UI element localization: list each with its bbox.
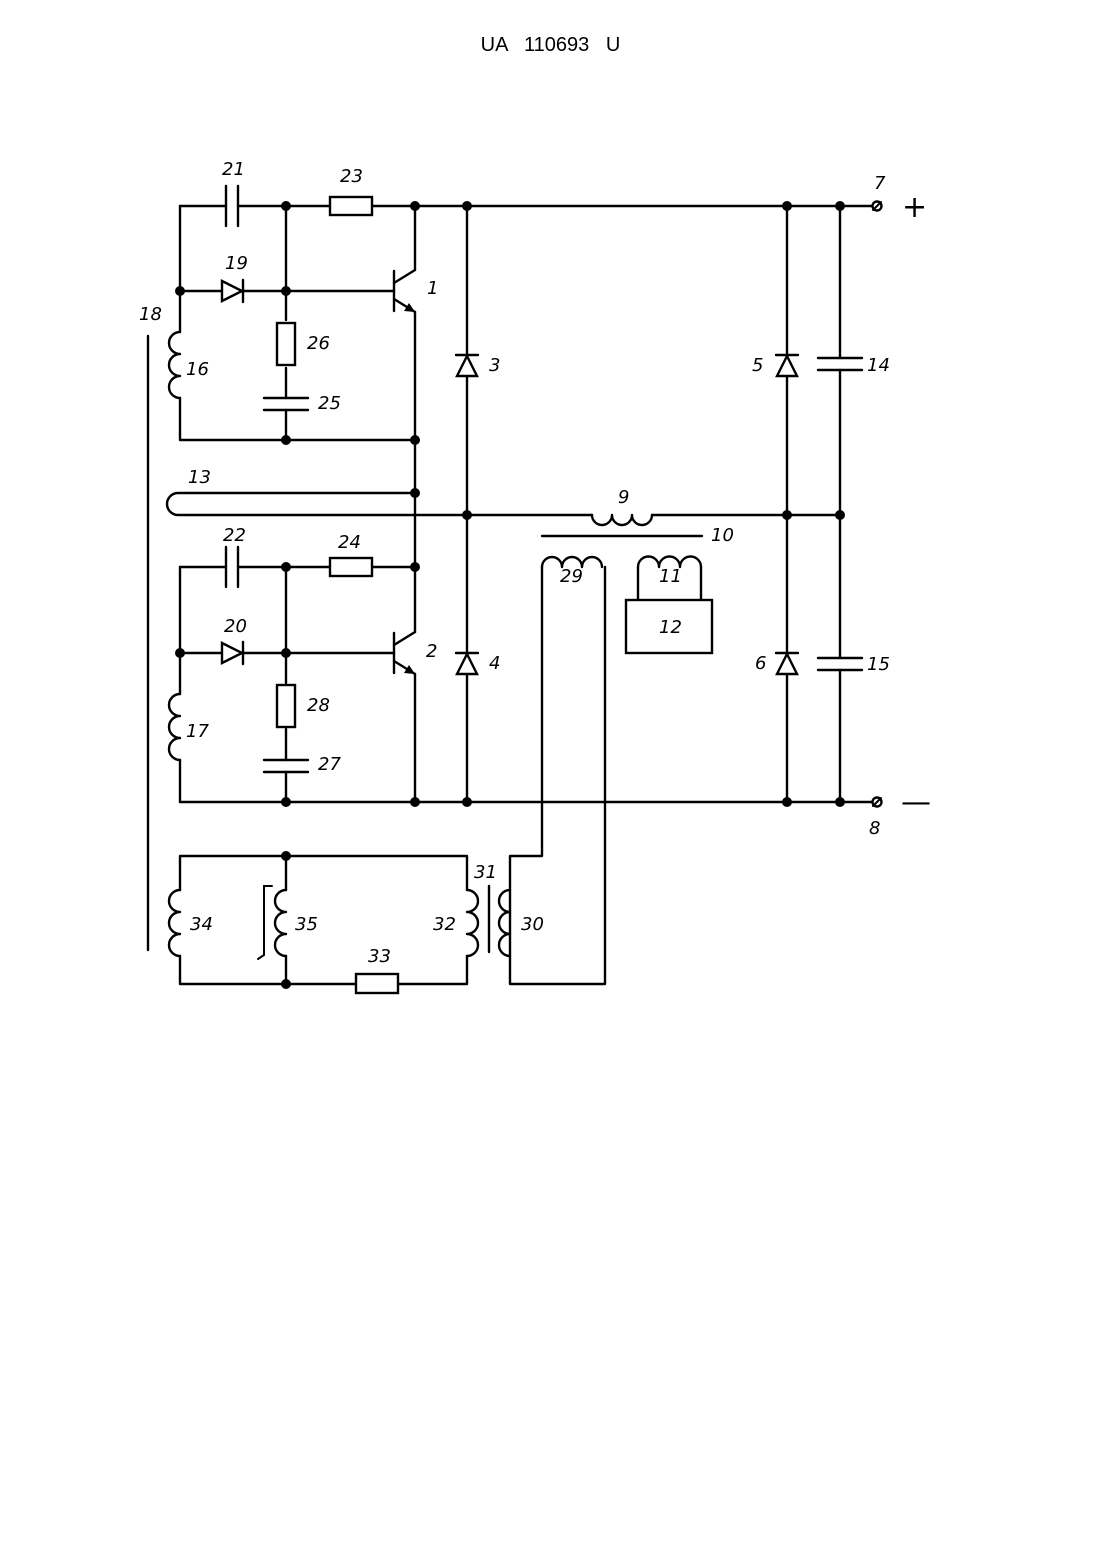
- terminal-8: [873, 798, 882, 807]
- label-18: 18: [139, 304, 162, 325]
- label-29: 29: [560, 566, 583, 587]
- label-21: 21: [222, 159, 245, 180]
- capacitor-22: [226, 547, 238, 587]
- winding-9: [592, 515, 652, 525]
- label-10: 10: [711, 525, 734, 546]
- label-12: 12: [659, 617, 682, 638]
- label-30: 30: [521, 914, 544, 935]
- label-1: 1: [427, 278, 438, 299]
- resistor-33: [356, 974, 398, 993]
- upper-stage-wiring: [180, 206, 415, 567]
- label-11: 11: [659, 566, 682, 587]
- lower-stage-wiring: [180, 567, 415, 802]
- capacitor-21: [226, 186, 238, 226]
- label-26: 26: [307, 333, 330, 354]
- coil-35: [275, 890, 286, 956]
- coil-34: [169, 890, 180, 956]
- label-33: 33: [368, 946, 391, 967]
- label-23: 23: [340, 166, 363, 187]
- coil-17: [169, 694, 180, 760]
- transistor-1: [394, 270, 415, 312]
- resistor-28: [277, 685, 295, 727]
- label-28: 28: [307, 695, 330, 716]
- resistor-24: [330, 558, 372, 576]
- label-14: 14: [867, 355, 890, 376]
- label-5: 5: [752, 355, 763, 376]
- plus-sign: +: [902, 190, 927, 225]
- capacitor-14: [818, 206, 862, 802]
- label-7: 7: [874, 173, 886, 194]
- component-labels: 1 2 3 4 5 6 7 8 9 10 11 12 13 14 15 16 1…: [139, 159, 890, 967]
- label-6: 6: [755, 653, 766, 674]
- transistor-2: [394, 632, 415, 674]
- feedback-loop-13: [167, 493, 415, 515]
- label-3: 3: [489, 355, 500, 376]
- label-27: 27: [318, 754, 341, 775]
- sense-circuit-wiring: [180, 856, 467, 984]
- coil-30: [499, 890, 510, 956]
- label-20: 20: [224, 616, 247, 637]
- label-25: 25: [318, 393, 341, 414]
- label-32: 32: [433, 914, 456, 935]
- capacitor-27: [264, 760, 308, 772]
- coil-16: [169, 332, 180, 398]
- resistor-23: [330, 197, 372, 215]
- label-16: 16: [186, 359, 209, 380]
- label-8: 8: [869, 818, 880, 839]
- label-22: 22: [223, 525, 246, 546]
- minus-sign: —: [901, 785, 931, 820]
- label-15: 15: [867, 654, 890, 675]
- label-31: 31: [474, 862, 497, 883]
- label-35: 35: [295, 914, 318, 935]
- label-2: 2: [426, 641, 437, 662]
- diode-5: [776, 206, 798, 802]
- core-35: [258, 886, 272, 959]
- diode-19: [222, 280, 243, 302]
- resistor-26: [277, 323, 295, 365]
- label-4: 4: [489, 653, 500, 674]
- coil-32: [467, 890, 478, 956]
- capacitor-25: [264, 398, 308, 410]
- label-9: 9: [618, 487, 629, 508]
- capacitor-15: [818, 658, 862, 670]
- label-19: 19: [225, 253, 248, 274]
- terminal-7: [873, 202, 882, 211]
- label-24: 24: [338, 532, 361, 553]
- label-13: 13: [188, 467, 211, 488]
- diode-3: [456, 206, 478, 802]
- diode-6: [776, 653, 798, 674]
- diode-4: [456, 653, 478, 674]
- label-17: 17: [186, 721, 209, 742]
- diode-20: [222, 642, 243, 664]
- label-34: 34: [190, 914, 213, 935]
